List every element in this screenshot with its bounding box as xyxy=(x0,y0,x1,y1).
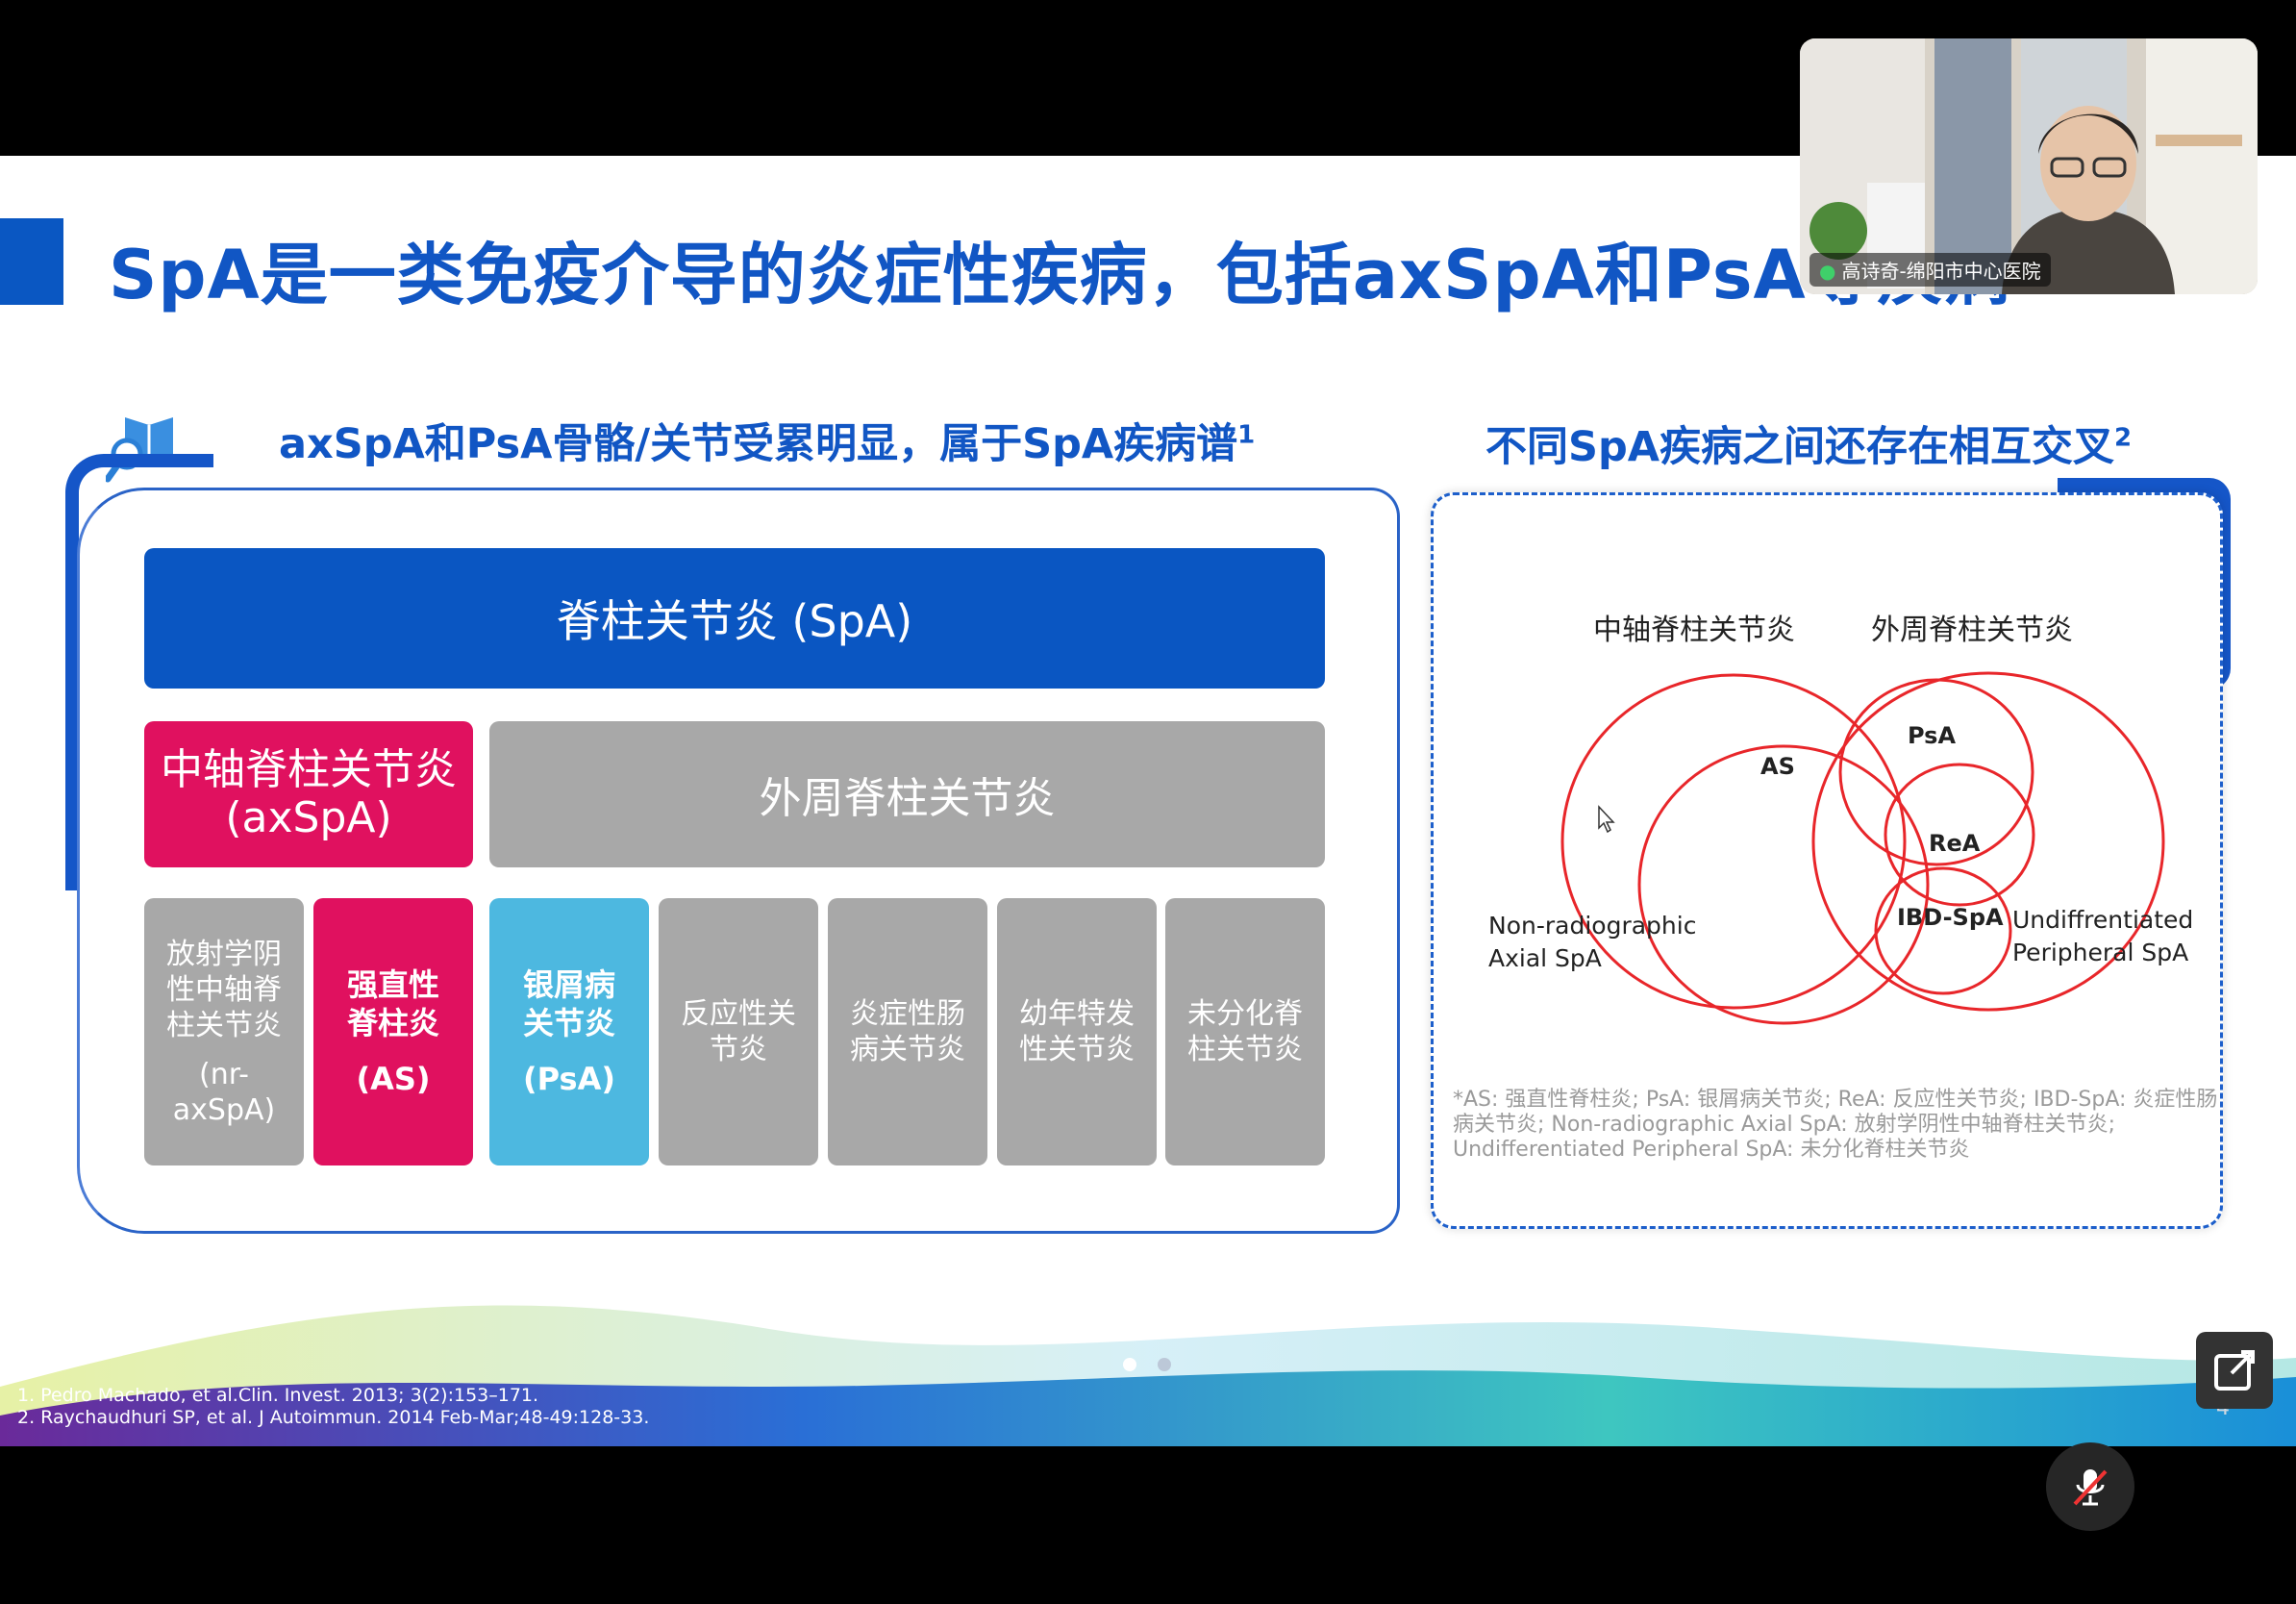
expand-icon xyxy=(2214,1350,2255,1391)
venn-as-circle xyxy=(1637,744,1930,1025)
venn-label-psa: PsA xyxy=(1908,722,1956,749)
references: 1. Pedro Machado, et al.Clin. Invest. 20… xyxy=(17,1385,649,1429)
title-accent-bar xyxy=(0,218,63,305)
venn-psa-circle xyxy=(1838,678,2034,866)
venn-panel: 中轴脊柱关节炎 外周脊柱关节炎 AS PsA ReA IBD-SpA Non-r… xyxy=(1431,492,2223,1229)
peripheral-spa-box: 外周脊柱关节炎 xyxy=(489,721,1325,867)
mic-active-icon: ● xyxy=(1819,260,1836,283)
participant-video-feed xyxy=(1800,38,2258,294)
venn-footnote-3: Undifferentiated Peripheral SpA: 未分化脊柱关节… xyxy=(1453,1138,1970,1162)
venn-label-nr2: Axial SpA xyxy=(1488,944,1602,972)
decorative-wave xyxy=(0,1305,2296,1446)
venn-label-ud1: Undiffrentiated xyxy=(2012,906,2193,934)
venn-header-axial: 中轴脊柱关节炎 xyxy=(1593,614,1795,647)
venn-label-ibd: IBD-SpA xyxy=(1897,904,2004,931)
mute-microphone-button[interactable] xyxy=(2046,1442,2134,1531)
participant-name-label: ●高诗奇-绵阳市中心医院 xyxy=(1809,253,2051,287)
reference-1: 1. Pedro Machado, et al.Clin. Invest. 20… xyxy=(17,1385,539,1406)
rea-box: 反应性关节炎 xyxy=(659,898,818,1165)
venn-diagram: 中轴脊柱关节炎 外周脊柱关节炎 AS PsA ReA IBD-SpA Non-r… xyxy=(1488,614,2193,1025)
slide-indicator-active[interactable] xyxy=(1123,1358,1136,1371)
undifferentiated-spa-box: 未分化脊柱关节炎 xyxy=(1165,898,1325,1165)
participant-video-tile[interactable]: ●高诗奇-绵阳市中心医院 xyxy=(1800,38,2258,294)
presentation-slide: SpA是一类免疫介导的炎症性疾病，包括axSpA和PsA等疾病 axSpA和Ps… xyxy=(0,156,2296,1446)
venn-label-ud2: Peripheral SpA xyxy=(2012,939,2188,966)
spa-top-box: 脊柱关节炎 (SpA) xyxy=(144,548,1325,689)
venn-header-peripheral: 外周脊柱关节炎 xyxy=(1871,614,2073,647)
right-subtitle: 不同SpA疾病之间还存在相互交叉2 xyxy=(1485,423,2133,471)
venn-footnote-1: *AS: 强直性脊柱炎; PsA: 银屑病关节炎; ReA: 反应性关节炎; I… xyxy=(1453,1088,2218,1112)
venn-label-rea: ReA xyxy=(1929,830,1981,857)
venn-axial-circle xyxy=(1560,673,1907,1010)
left-subtitle: axSpA和PsA骨骼/关节受累明显，属于SpA疾病谱1 xyxy=(279,420,1256,468)
venn-ibd-circle xyxy=(1874,866,2012,995)
venn-footnote-2: 病关节炎; Non-radiographic Axial SpA: 放射学阴性中… xyxy=(1453,1113,2116,1137)
expand-button[interactable] xyxy=(2196,1332,2273,1409)
slide-title: SpA是一类免疫介导的炎症性疾病，包括axSpA和PsA等疾病 xyxy=(109,236,2011,314)
venn-label-as: AS xyxy=(1760,753,1795,780)
mouse-cursor-icon xyxy=(1598,805,1615,834)
slide-indicator[interactable] xyxy=(1158,1358,1171,1371)
juvenile-arthritis-box: 幼年特发性关节炎 xyxy=(997,898,1157,1165)
as-box: 强直性脊柱炎 (AS) xyxy=(313,898,473,1165)
ibd-arthritis-box: 炎症性肠病关节炎 xyxy=(828,898,987,1165)
mic-muted-icon xyxy=(2073,1469,2108,1506)
venn-peripheral-circle xyxy=(1811,671,2165,1012)
nr-axspa-box: 放射学阴性中轴脊柱关节炎 (nr-axSpA) xyxy=(144,898,304,1165)
left-panel-accent xyxy=(65,454,213,890)
venn-label-nr1: Non-radiographic xyxy=(1488,912,1696,940)
axspa-box: 中轴脊柱关节炎(axSpA) xyxy=(144,721,473,867)
reference-2: 2. Raychaudhuri SP, et al. J Autoimmun. … xyxy=(17,1407,650,1428)
venn-rea-circle xyxy=(1884,763,2035,907)
psa-box: 银屑病关节炎 (PsA) xyxy=(489,898,649,1165)
